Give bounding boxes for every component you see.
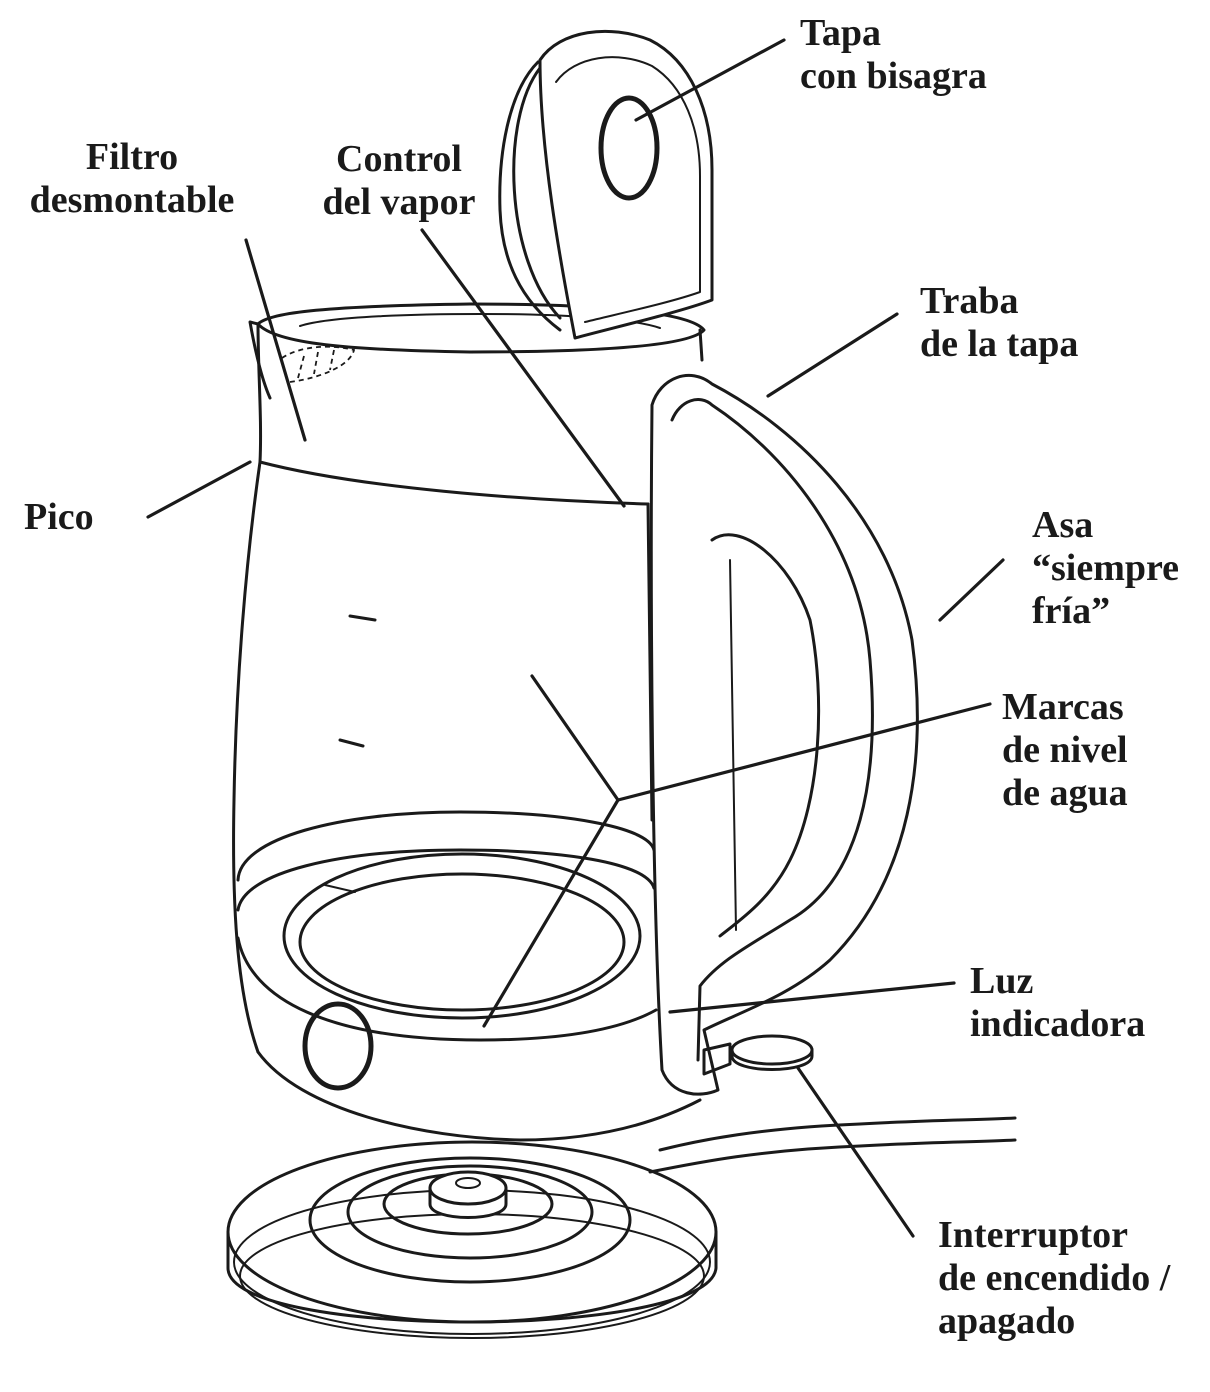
label-control-line-1: Control — [336, 138, 462, 180]
label-luz-line-2: indicadora — [970, 1003, 1146, 1045]
label-asa-line-1: Asa — [1032, 504, 1094, 546]
label-tapa-line-2: con bisagra — [800, 55, 987, 97]
label-luz-line-1: Luz — [970, 960, 1034, 1002]
label-control: Control del vapor — [306, 138, 492, 224]
label-tapa-line-1: Tapa — [800, 12, 881, 54]
leader-marcas-3 — [482, 798, 620, 1028]
power-cord — [648, 1116, 1017, 1174]
label-filtro-line-1: Filtro — [85, 136, 179, 178]
label-pico-line-1: Pico — [24, 496, 94, 538]
label-filtro: Filtro desmontable — [12, 136, 252, 222]
label-marcas-line-3: de agua — [1002, 772, 1128, 814]
leader-marcas-1 — [616, 702, 992, 802]
label-control-line-2: del vapor — [322, 181, 476, 223]
leader-filtro — [244, 238, 307, 442]
leader-tapa — [634, 38, 786, 122]
power-base — [226, 1140, 718, 1339]
leader-traba — [766, 312, 899, 398]
kettle-body — [232, 302, 706, 1142]
label-pico: Pico — [24, 496, 94, 539]
label-tapa: Tapa con bisagra — [800, 12, 987, 98]
label-filtro-line-2: desmontable — [29, 179, 235, 221]
leader-interruptor — [796, 1066, 915, 1238]
label-asa: Asa “siempre fría” — [1032, 504, 1179, 633]
label-interruptor-line-2: de encendido / — [938, 1257, 1171, 1299]
label-interruptor-line-3: apagado — [938, 1300, 1076, 1342]
label-marcas-line-1: Marcas — [1002, 686, 1124, 728]
leader-luz — [668, 981, 956, 1014]
leader-asa — [938, 558, 1005, 622]
leader-pico — [146, 460, 252, 519]
label-traba: Traba de la tapa — [920, 280, 1078, 366]
label-interruptor: Interruptor de encendido / apagado — [938, 1214, 1170, 1343]
hinged-lid — [498, 29, 714, 340]
label-traba-line-2: de la tapa — [920, 323, 1079, 365]
label-traba-line-1: Traba — [920, 280, 1019, 322]
leader-control — [420, 228, 626, 508]
label-luz: Luz indicadora — [970, 960, 1145, 1046]
leader-marcas-2 — [530, 674, 620, 802]
label-asa-line-3: fría” — [1032, 590, 1111, 632]
label-interruptor-line-1: Interruptor — [938, 1214, 1128, 1256]
label-marcas: Marcas de nivel de agua — [1002, 686, 1128, 815]
label-asa-line-2: “siempre — [1032, 547, 1180, 589]
kettle-handle — [649, 373, 919, 1096]
label-marcas-line-2: de nivel — [1002, 729, 1128, 771]
leader-lines — [146, 38, 1005, 1238]
